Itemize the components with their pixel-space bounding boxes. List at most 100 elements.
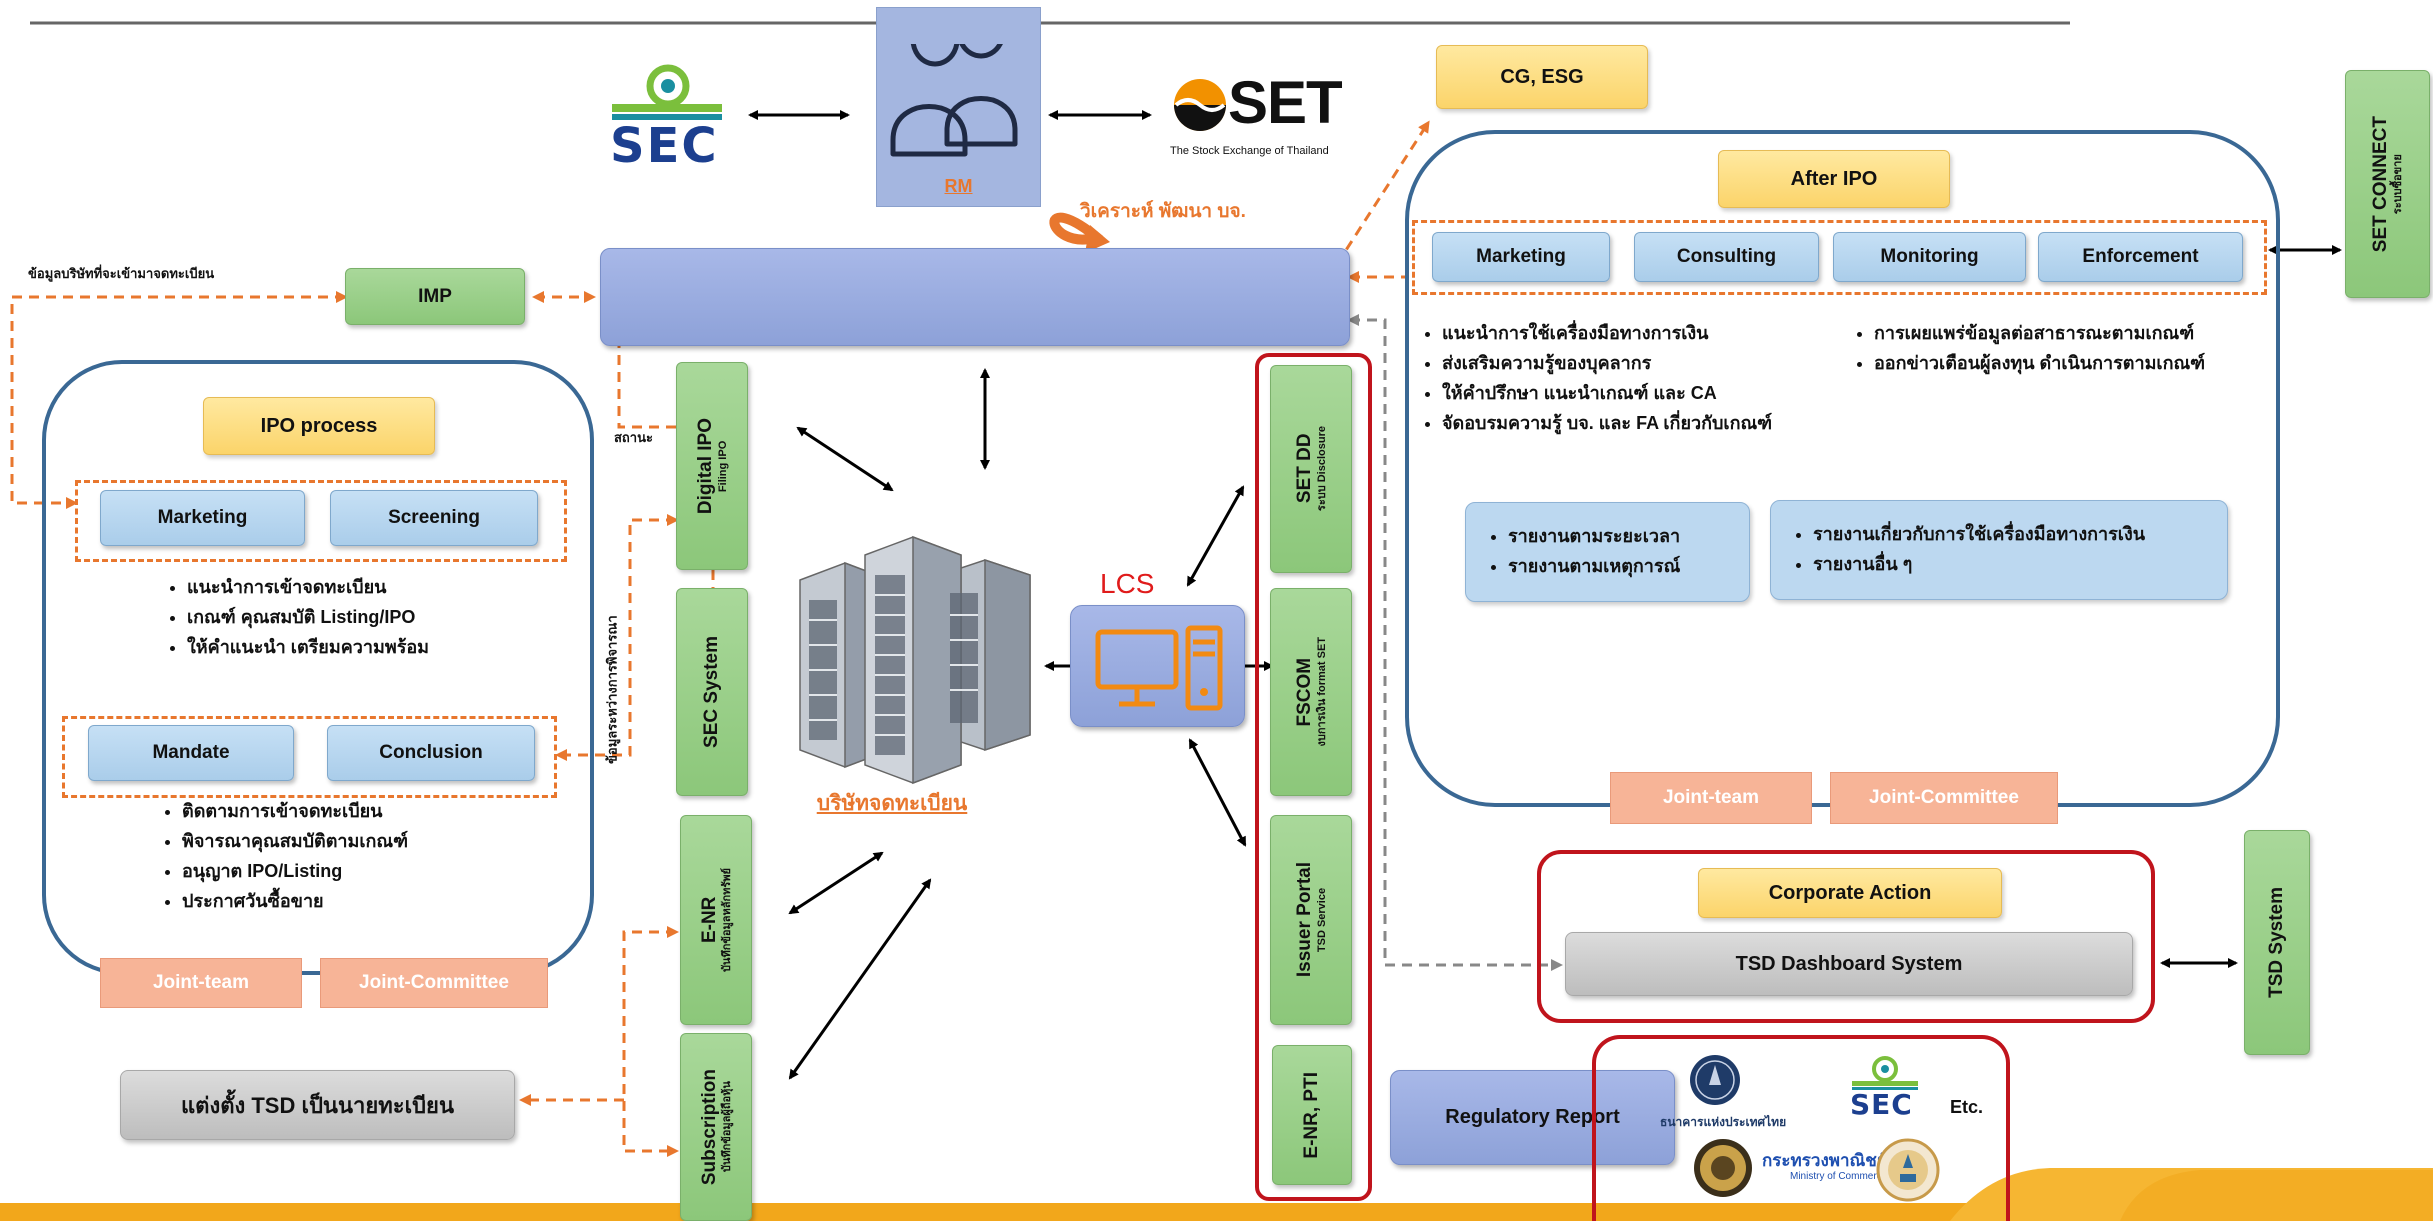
set-emblem-icon xyxy=(1174,79,1226,131)
tsd-system-label: TSD System xyxy=(2266,887,2288,998)
regulatory-report-box: Regulatory Report xyxy=(1390,1070,1675,1165)
bot-logo: ธนาคารแห่งประเทศไทย xyxy=(1660,1053,1787,1133)
moc-emblem-icon xyxy=(1694,1139,1752,1197)
cg-esg-box: CG, ESG xyxy=(1436,45,1648,109)
report-box-right: รายงานเกี่ยวกับการใช้เครื่องมือทางการเงิ… xyxy=(1770,500,2228,600)
ipo-bullet-item: เกณฑ์ คุณสมบัติ Listing/IPO xyxy=(187,602,429,632)
after-ipo-tabs-frame xyxy=(1412,220,2267,295)
ipo-row2-frame xyxy=(62,716,557,798)
after-bullet-item: แนะนำการใช้เครื่องมือทางการเงิน xyxy=(1442,318,1772,348)
after-bullet-item: จัดอบรมความรู้ บจ. และ FA เกี่ยวกับเกณฑ์ xyxy=(1442,408,1772,438)
after-enforcement-box: Enforcement xyxy=(2038,232,2243,282)
after-bullet-item: ให้คำปรึกษา แนะนำเกณฑ์ และ CA xyxy=(1442,378,1772,408)
after-marketing-box: Marketing xyxy=(1432,232,1610,282)
digital-ipo-sub: Filing IPO xyxy=(716,440,729,492)
ipo-bullet-item: แนะนำการเข้าจดทะเบียน xyxy=(187,572,429,602)
dbd-emblem-icon xyxy=(1876,1138,1940,1202)
buildings-icon xyxy=(799,535,1031,785)
after-bullet-item: ออกข่าวเตือนผู้ลงทุน ดำเนินการตามเกณฑ์ xyxy=(1874,348,2205,378)
sec-system-label: SEC System xyxy=(701,636,723,748)
set-dd-sub: ระบบ Disclosure xyxy=(1315,426,1328,512)
after-bullet-item: การเผยแพร่ข้อมูลต่อสาธารณะตามเกณฑ์ xyxy=(1874,318,2205,348)
consider-note: ข้อมูลระหว่างการพิจารณา xyxy=(604,615,620,765)
computer-icon xyxy=(1095,625,1223,711)
status-label: สถานะ xyxy=(614,430,653,445)
tsd-system-box: TSD System xyxy=(2244,830,2310,1055)
corporate-action-title: Corporate Action xyxy=(1698,868,2002,918)
report-item: รายงานตามระยะเวลา xyxy=(1508,521,1749,551)
ipo-bullet-item: ประกาศวันซื้อขาย xyxy=(182,886,408,916)
fscom-label: FSCOM xyxy=(1293,657,1315,727)
ipo-bullet-item: ติดตามการเข้าจดทะเบียน xyxy=(182,796,408,826)
ipo-mandate-box: Mandate xyxy=(88,725,294,781)
sec-logo-small-text: SEC xyxy=(1850,1088,1913,1121)
report-item: รายงานตามเหตุการณ์ xyxy=(1508,551,1749,581)
ipo-conclusion-box: Conclusion xyxy=(327,725,535,781)
analyze-label: วิเคราะห์ พัฒนา บจ. xyxy=(1080,201,1246,222)
appoint-tsd-box: แต่งตั้ง TSD เป็นนายทะเบียน xyxy=(120,1070,515,1140)
sec-emblem-icon xyxy=(1852,1056,1918,1090)
ipo-joint-committee: Joint-Committee xyxy=(320,958,548,1008)
after-ipo-title: After IPO xyxy=(1718,150,1950,208)
ipo-bullet-item: ให้คำแนะนำ เตรียมความพร้อม xyxy=(187,632,429,662)
moc-logo-en: Ministry of Commerce xyxy=(1790,1171,1888,1182)
moc-logo: กระทรวงพาณิชย์ Ministry of Commerce xyxy=(1692,1135,1922,1201)
enr-pti-box: E-NR, PTI xyxy=(1272,1045,1352,1185)
sec-logo: SEC xyxy=(610,62,725,172)
after-joint-team: Joint-team xyxy=(1610,772,1812,824)
ipo-process-panel xyxy=(42,360,594,975)
ipo-process-title: IPO process xyxy=(203,397,435,455)
after-monitoring-box: Monitoring xyxy=(1833,232,2026,282)
bot-logo-text: ธนาคารแห่งประเทศไทย xyxy=(1660,1115,1787,1129)
set-logo-text: SET xyxy=(1228,69,1343,136)
ipo-bullet-item: พิจารณาคุณสมบัติตามเกณฑ์ xyxy=(182,826,408,856)
enr-label: E-NR xyxy=(698,896,720,944)
moc-logo-text: กระทรวงพาณิชย์ xyxy=(1762,1151,1887,1170)
set-logo: SET The Stock Exchange of Thailand xyxy=(1170,70,1350,165)
report-box-left: รายงานตามระยะเวลา รายงานตามเหตุการณ์ xyxy=(1465,502,1750,602)
ipo-bullets-1: แนะนำการเข้าจดทะเบียน เกณฑ์ คุณสมบัติ Li… xyxy=(165,572,429,662)
enr-pti-label: E-NR, PTI xyxy=(1301,1071,1323,1159)
report-item: รายงานเกี่ยวกับการใช้เครื่องมือทางการเงิ… xyxy=(1813,519,2227,549)
imp-note: ข้อมูลบริษัทที่จะเข้ามาจดทะเบียน xyxy=(28,266,215,281)
set-dd-label: SET DD xyxy=(1293,434,1315,504)
digital-ipo-label: Digital IPO xyxy=(694,417,716,515)
after-consulting-box: Consulting xyxy=(1634,232,1819,282)
people-group-icon xyxy=(890,44,1018,157)
after-joint-committee: Joint-Committee xyxy=(1830,772,2058,824)
hub-bar xyxy=(600,248,1350,346)
ipo-marketing-box: Marketing xyxy=(100,490,305,546)
issuer-portal-label: Issuer Portal xyxy=(1293,862,1315,978)
sec-emblem-icon xyxy=(612,64,722,120)
companies-label: บริษัทจดทะเบียน xyxy=(816,792,968,815)
subscription-label: Subscription xyxy=(698,1068,720,1186)
lcs-label: LCS xyxy=(1100,568,1155,599)
lcs-box xyxy=(1070,605,1245,727)
subscription-sub: บันทึกข้อมูลผู้ถือหุ้น xyxy=(720,1081,733,1173)
fscom-sub: งบการเงิน format SET xyxy=(1315,637,1328,747)
sec-logo-text: SEC xyxy=(610,118,719,174)
tsd-dashboard-box: TSD Dashboard System xyxy=(1565,932,2133,996)
set-systems-frame xyxy=(1255,353,1372,1201)
imp-box: IMP xyxy=(345,268,525,325)
sec-logo-small: SEC xyxy=(1850,1055,1920,1120)
rm-box: RM xyxy=(876,7,1041,207)
enr-sub: บันทึกข้อมูลหลักทรัพย์ xyxy=(720,867,733,973)
ipo-screening-box: Screening xyxy=(330,490,538,546)
after-bullet-item: ส่งเสริมความรู้ของบุคลากร xyxy=(1442,348,1772,378)
set-connect-sub: ระบบซื้อขาย xyxy=(2392,154,2405,214)
regulators-frame xyxy=(1592,1035,2010,1221)
ipo-row1-frame xyxy=(75,480,567,562)
corporate-action-frame xyxy=(1537,850,2155,1023)
etc-label: Etc. xyxy=(1950,1097,1984,1117)
report-item: รายงานอื่น ๆ xyxy=(1813,549,2227,579)
bot-emblem-icon xyxy=(1690,1055,1740,1105)
after-bullets-left: แนะนำการใช้เครื่องมือทางการเงิน ส่งเสริม… xyxy=(1420,318,1772,438)
rm-label: RM xyxy=(944,176,973,196)
